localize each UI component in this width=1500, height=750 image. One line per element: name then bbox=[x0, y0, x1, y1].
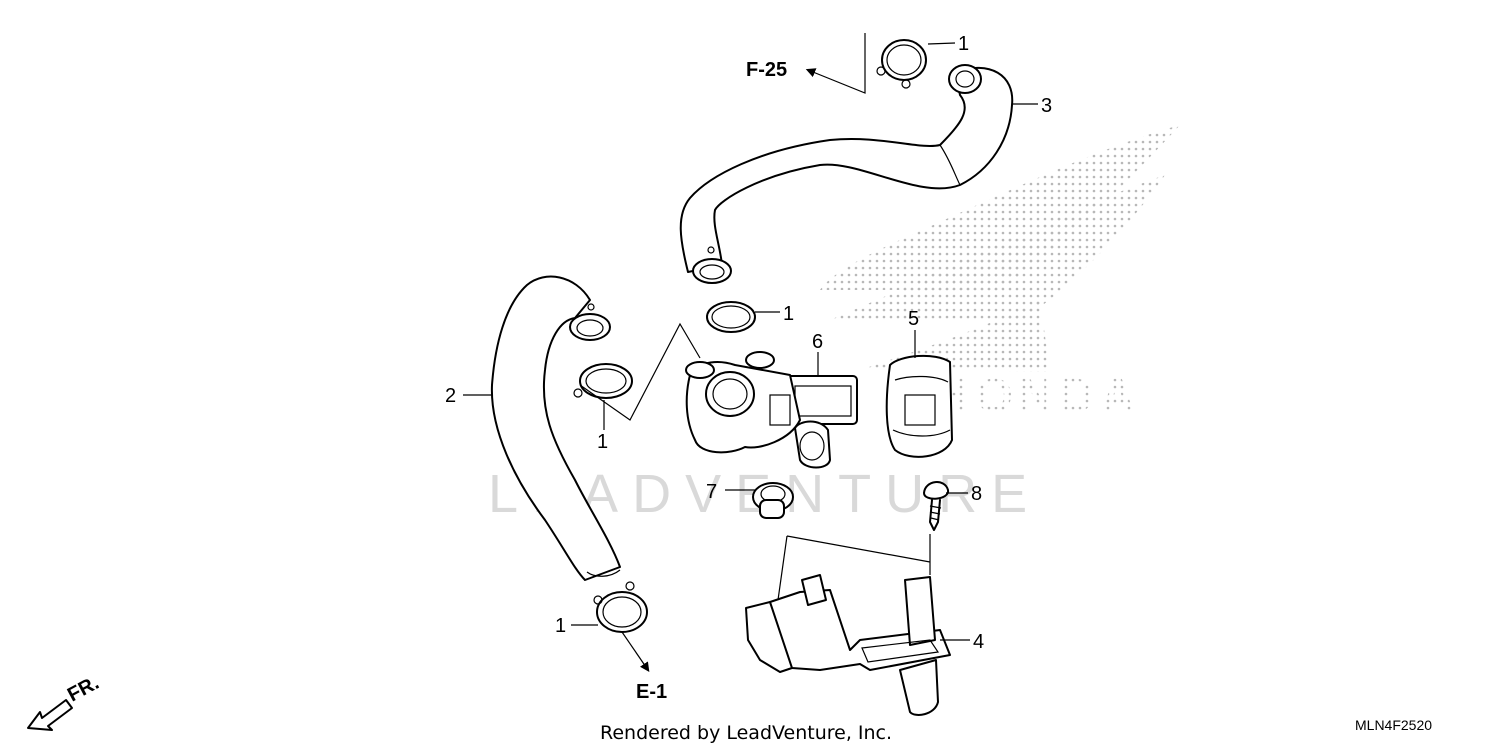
callout-7: 7 bbox=[706, 481, 717, 503]
reference-f25[interactable]: F-25 bbox=[746, 59, 787, 81]
honda-brand-watermark: HONDA bbox=[935, 370, 1141, 423]
callout-6: 6 bbox=[812, 331, 823, 353]
callout-3: 3 bbox=[1041, 95, 1052, 117]
callout-8: 8 bbox=[971, 483, 982, 505]
hose-clamp-bottom bbox=[593, 581, 648, 633]
front-arrow-icon bbox=[27, 699, 73, 731]
rubber-mount bbox=[885, 354, 953, 458]
hose-upper bbox=[679, 64, 1014, 284]
callout-2: 2 bbox=[445, 385, 456, 407]
air-injection-valve bbox=[685, 351, 858, 469]
callout-1-mid: 1 bbox=[783, 303, 794, 325]
honda-wing-watermark: HONDA bbox=[820, 125, 1180, 423]
hose-clamp-left bbox=[573, 363, 633, 399]
tapping-screw bbox=[923, 481, 949, 531]
callout-4: 4 bbox=[973, 631, 984, 653]
front-label: FR. bbox=[64, 672, 103, 707]
callout-5: 5 bbox=[908, 308, 919, 330]
callout-1-left: 1 bbox=[597, 431, 608, 453]
callout-1-bottom: 1 bbox=[555, 615, 566, 637]
reference-e1[interactable]: E-1 bbox=[636, 681, 667, 703]
diagram-code: MLN4F2520 bbox=[1355, 717, 1432, 733]
valve-bracket bbox=[745, 574, 951, 716]
hose-clamp-top bbox=[876, 39, 927, 89]
grommet bbox=[752, 482, 794, 519]
hose-clamp-mid bbox=[706, 301, 756, 333]
front-direction-indicator: FR. bbox=[27, 672, 103, 731]
footer-credit: Rendered by LeadVenture, Inc. bbox=[600, 722, 892, 744]
leader-lines bbox=[463, 33, 1038, 672]
hose-left bbox=[490, 275, 621, 581]
callout-1-top: 1 bbox=[958, 33, 969, 55]
